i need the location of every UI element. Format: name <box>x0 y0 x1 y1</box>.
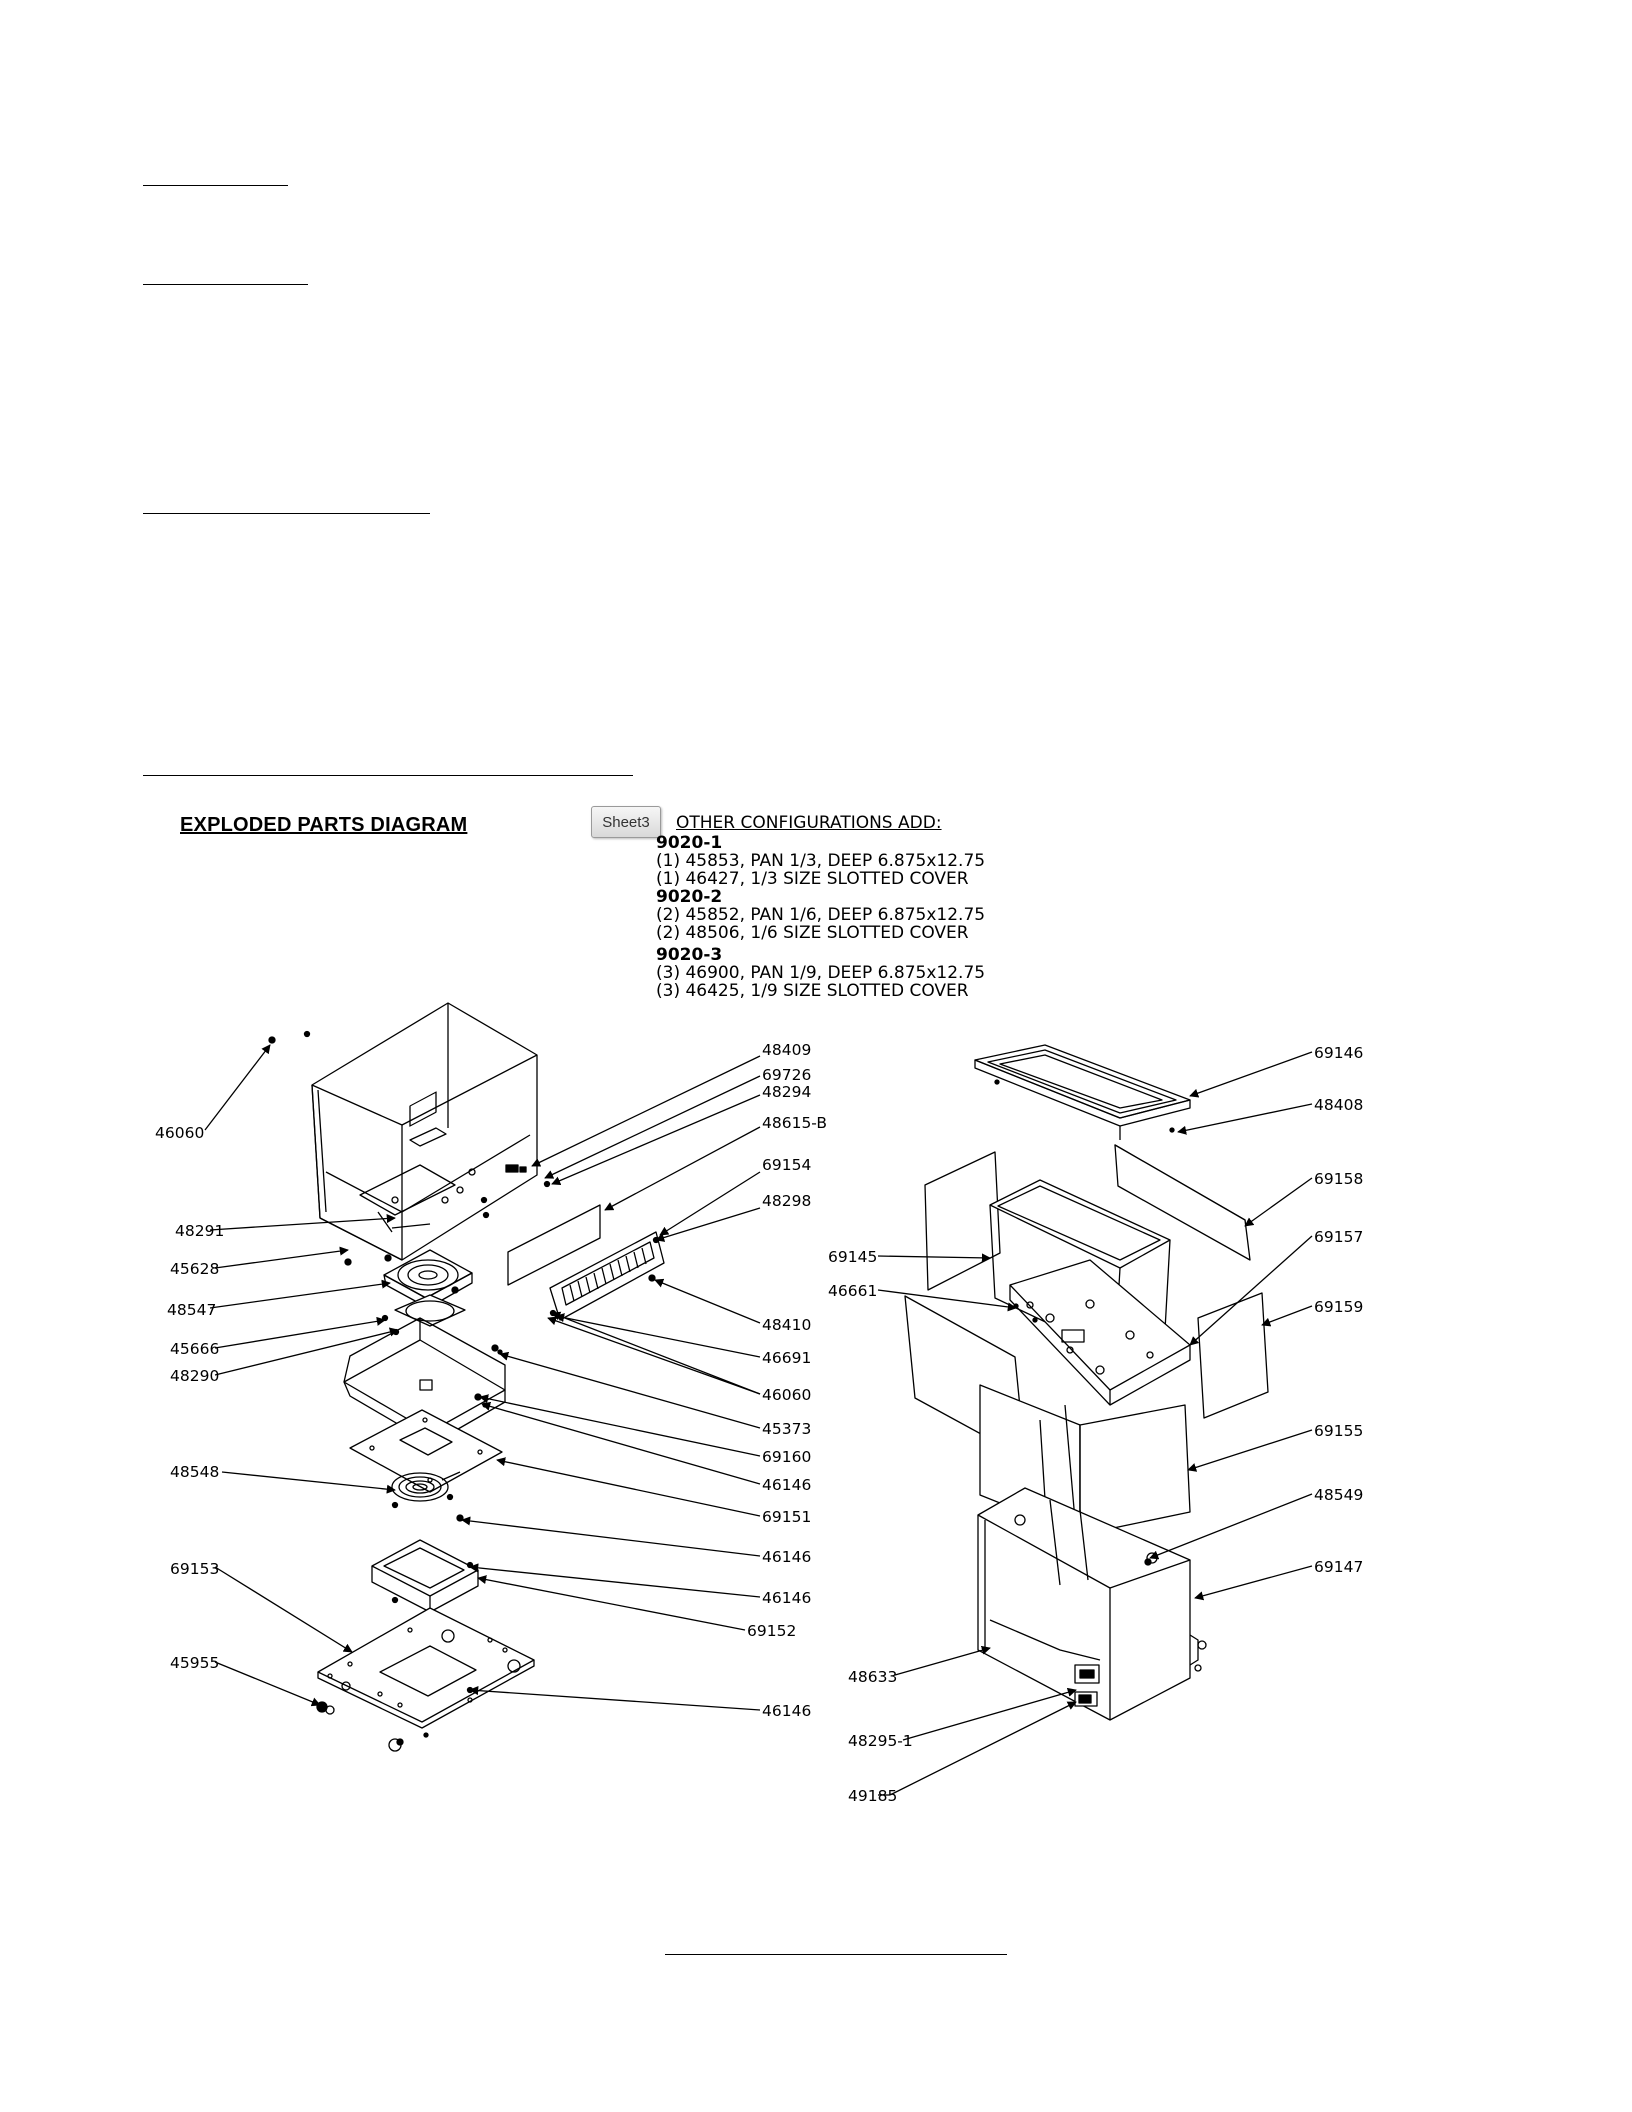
callout-label: 69155 <box>1314 1422 1363 1440</box>
callout-label: 48548 <box>170 1463 219 1481</box>
callout-label: 48549 <box>1314 1486 1363 1504</box>
callout-label: 46661 <box>828 1282 877 1300</box>
callout-label: 45666 <box>170 1340 219 1358</box>
heading-underline-1 <box>143 185 288 186</box>
config-line: (1) 46427, 1/3 SIZE SLOTTED COVER <box>656 869 969 889</box>
other-configurations: OTHER CONFIGURATIONS ADD: 9020-1 (1) 458… <box>656 814 985 1000</box>
callout-label: 48294 <box>762 1083 811 1101</box>
callout-label: 69147 <box>1314 1558 1363 1576</box>
top-housing-part <box>311 1002 538 1261</box>
insulation-panel-part <box>904 1144 1269 1459</box>
callout-label: 48547 <box>167 1301 216 1319</box>
diagram-title: EXPLODED PARTS DIAGRAM <box>180 814 468 836</box>
heading-underline-4 <box>143 775 633 776</box>
config-line: (2) 45852, PAN 1/6, DEEP 6.875x12.75 <box>656 905 986 925</box>
side-panel-part <box>507 1204 601 1286</box>
callout-label: 69160 <box>762 1448 811 1466</box>
config-model: 9020-2 <box>656 887 723 907</box>
heater-coil-part <box>391 1471 461 1502</box>
mounting-plate-part <box>349 1409 503 1493</box>
callout-label: 46146 <box>762 1476 811 1494</box>
base-plate-part <box>317 1607 535 1729</box>
callout-label: 69153 <box>170 1560 219 1578</box>
callout-label: 48291 <box>175 1222 224 1240</box>
vent-grille-part <box>549 1231 665 1321</box>
config-line: (3) 46900, PAN 1/9, DEEP 6.875x12.75 <box>656 963 986 983</box>
callout-label: 46060 <box>762 1386 811 1404</box>
callout-label: 46146 <box>762 1589 811 1607</box>
callout-label: 69154 <box>762 1156 811 1174</box>
sheet-tab[interactable]: Sheet3 <box>591 806 661 838</box>
footer-underline <box>665 1954 1007 1955</box>
callout-label: 46146 <box>762 1548 811 1566</box>
heater-box-part <box>371 1539 479 1613</box>
callout-label: 48633 <box>848 1668 897 1686</box>
callout-label: 46146 <box>762 1702 811 1720</box>
config-line: (1) 45853, PAN 1/3, DEEP 6.875x12.75 <box>656 851 986 871</box>
callout-label: 69146 <box>1314 1044 1363 1062</box>
callout-label: 45955 <box>170 1654 219 1672</box>
callout-label: 69145 <box>828 1248 877 1266</box>
callout-label: 69151 <box>762 1508 811 1526</box>
callout-label: 48408 <box>1314 1096 1363 1114</box>
liner-part <box>979 1384 1191 1536</box>
heading-underline-2 <box>143 284 308 285</box>
callout-label: 45373 <box>762 1420 811 1438</box>
callout-label: 69157 <box>1314 1228 1363 1246</box>
lid-part <box>974 1044 1191 1140</box>
callout-label: 48298 <box>762 1192 811 1210</box>
callout-label: 69159 <box>1314 1298 1363 1316</box>
callout-label: 48295-1 <box>848 1732 913 1750</box>
top-frame-part <box>1009 1259 1191 1406</box>
callout-label: 46691 <box>762 1349 811 1367</box>
callout-label: 45628 <box>170 1260 219 1278</box>
config-line: (2) 48506, 1/6 SIZE SLOTTED COVER <box>656 923 969 943</box>
fan-part <box>394 1294 466 1327</box>
callout-label: 69158 <box>1314 1170 1363 1188</box>
callout-label: 46060 <box>155 1124 204 1142</box>
callout-label: 48409 <box>762 1041 811 1059</box>
callout-label: 48615-B <box>762 1114 827 1132</box>
cabinet-body-part <box>977 1487 1207 1721</box>
callout-label: 69152 <box>747 1622 796 1640</box>
heading-underline-3 <box>143 513 430 514</box>
callout-label: 48410 <box>762 1316 811 1334</box>
callout-label: 48290 <box>170 1367 219 1385</box>
config-model: 9020-3 <box>656 945 723 965</box>
config-model: 9020-1 <box>656 833 723 853</box>
configurations-heading: OTHER CONFIGURATIONS ADD: <box>676 813 942 833</box>
callout-label: 69726 <box>762 1066 811 1084</box>
callout-label: 49185 <box>848 1787 897 1805</box>
part-callouts: 46060 48409 69726 48294 48615-B 69154 48… <box>155 1041 1363 1805</box>
config-line: (3) 46425, 1/9 SIZE SLOTTED COVER <box>656 981 969 1001</box>
